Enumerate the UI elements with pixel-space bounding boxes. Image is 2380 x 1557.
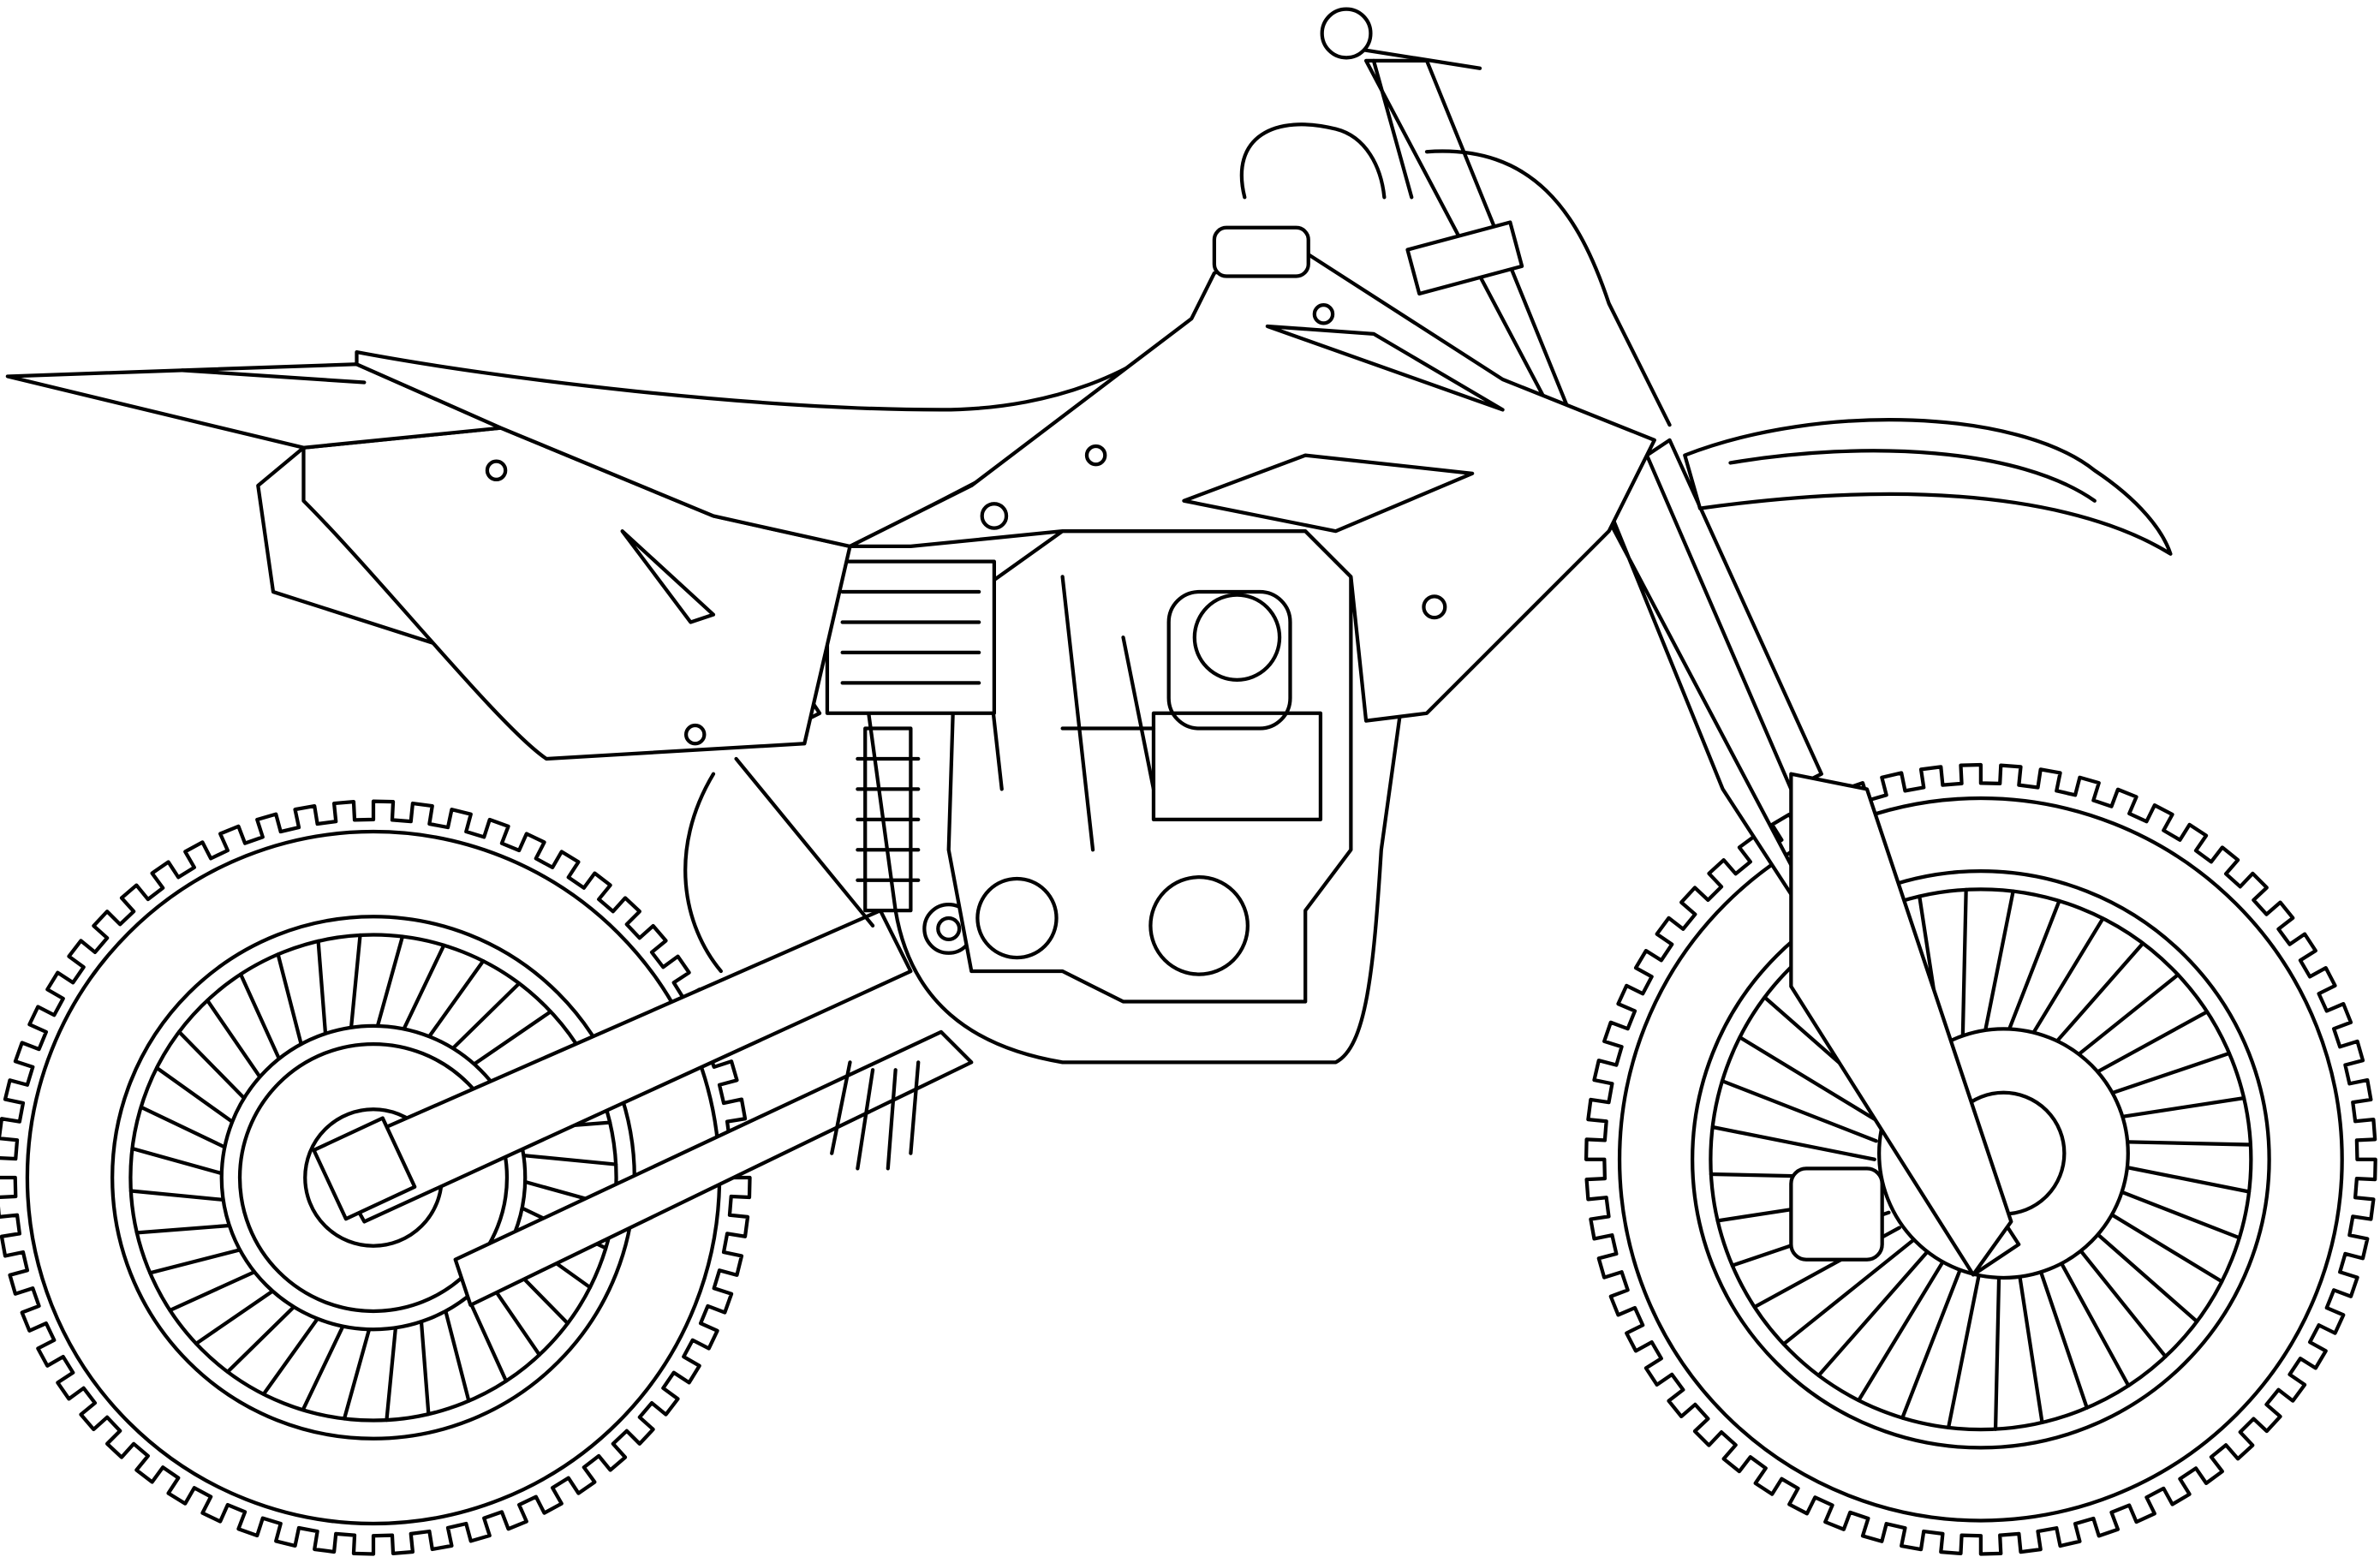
spoke [238, 972, 288, 1075]
spoke [418, 959, 486, 1052]
spoke [1993, 1262, 2001, 1431]
fuel-tank-shroud [848, 225, 1656, 723]
spoke [168, 1263, 271, 1313]
spoke [1900, 1262, 1965, 1420]
spoke [1710, 1124, 1876, 1161]
spoke [1781, 1238, 1915, 1346]
spoke [418, 1303, 431, 1417]
spoke [177, 1029, 257, 1112]
spoke [1960, 887, 1968, 1057]
spoke [1738, 1035, 1883, 1125]
spoke [194, 1280, 288, 1345]
rear-tire-tread [0, 799, 752, 1556]
spoke [134, 1222, 248, 1235]
spoke [395, 943, 446, 1046]
spoke [371, 934, 405, 1043]
spoke [439, 1293, 471, 1403]
spoke [206, 998, 271, 1092]
spoke [348, 933, 362, 1046]
spoke [1978, 889, 2015, 1055]
spoke [225, 1293, 307, 1374]
frame [683, 575, 1422, 1065]
spoke [1946, 1263, 1983, 1430]
spoke [130, 1146, 239, 1180]
spoke [1857, 1257, 1947, 1403]
spoke [505, 1152, 618, 1166]
spoke [2031, 1250, 2089, 1410]
kickstand [830, 1060, 921, 1171]
engine [946, 529, 1353, 1004]
front-tire-tread [1584, 762, 2377, 1556]
front-fender [1683, 418, 2173, 556]
spoke [276, 952, 307, 1062]
shock-absorber [825, 559, 996, 913]
spoke [1816, 1250, 1930, 1378]
rear-hub [237, 1041, 510, 1314]
front-rim [1691, 868, 2271, 1450]
rear-rim-inner [128, 933, 618, 1423]
front-rim-inner [1709, 887, 2253, 1432]
spoke [342, 1312, 376, 1421]
brake-caliper [1789, 1166, 1884, 1262]
spoke [2015, 1257, 2044, 1425]
spoke [139, 1105, 242, 1156]
spoke [316, 939, 329, 1052]
front-tire-inner [1617, 796, 2344, 1523]
spoke [148, 1244, 257, 1275]
spoke [385, 1309, 399, 1423]
spoke [154, 1065, 248, 1133]
spoke [128, 1189, 242, 1203]
spoke [1720, 1079, 1878, 1143]
spoke [301, 1309, 352, 1412]
rear-side-panel [301, 426, 852, 761]
spoke [439, 981, 522, 1062]
spoke [261, 1303, 329, 1397]
spoke [459, 1010, 553, 1075]
handlebar [1239, 7, 1672, 427]
